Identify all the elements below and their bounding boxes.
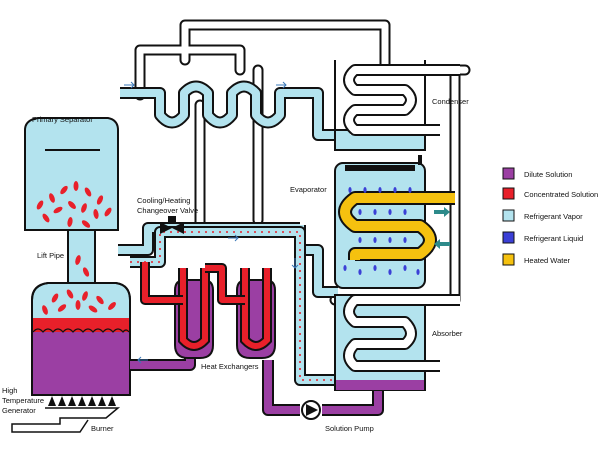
condenser [334,60,460,151]
evaporator-label: Evaporator [290,185,327,194]
burner [11,396,121,433]
heat-exchangers-label: Heat Exchangers [201,362,259,371]
generator-label-line2: Temperature [2,396,44,405]
heat-exchanger-1 [174,268,214,359]
high-temperature-generator [31,229,131,396]
absorber-label: Absorber [432,329,463,338]
generator-label-line3: Generator [2,406,36,415]
legend-label-dilute: Dilute Solution [524,170,572,179]
flow-arrows [124,81,299,364]
condenser-label: Condenser [432,97,469,106]
absorber [334,294,460,391]
solution-pump [301,400,321,420]
legend-swatch-dilute [502,167,515,180]
legend: Dilute Solution Concentrated Solution Re… [502,167,598,266]
legend-label-liquid: Refrigerant Liquid [524,234,583,243]
legend-label-concentrated: Concentrated Solution [524,190,598,199]
changeover-valve [160,216,184,234]
legend-swatch-vapor [502,209,515,222]
valve-label-line2: Changeover Valve [137,206,198,215]
burner-label: Burner [91,424,114,433]
heat-exchanger-2 [236,268,276,359]
legend-swatch-heated-water [502,253,515,266]
primary-separator-label: Primary Separator [32,115,93,124]
generator-label-line1: High [2,386,17,395]
evaporator [334,155,455,289]
legend-label-vapor: Refrigerant Vapor [524,212,583,221]
lift-pipe-label: Lift Pipe [37,251,64,260]
legend-swatch-concentrated [502,187,515,200]
solution-pump-label: Solution Pump [325,424,374,433]
legend-label-heated-water: Heated Water [524,256,570,265]
valve-label-line1: Cooling/Heating [137,196,190,205]
legend-swatch-liquid [502,231,515,244]
